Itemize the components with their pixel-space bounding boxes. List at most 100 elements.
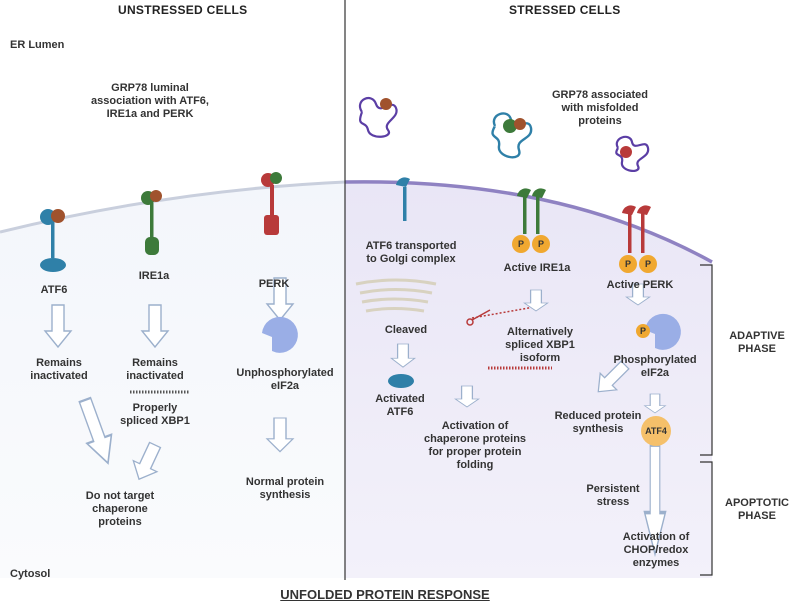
atf4-label: ATF4	[645, 426, 667, 436]
grp78-note-line: proteins	[578, 115, 622, 127]
cleaved-label: Cleaved	[384, 324, 428, 336]
chop-activation-label: Activation of CHOP/redox enzymes	[606, 531, 706, 570]
atf4-node	[641, 416, 671, 446]
splicing-scissors	[466, 305, 541, 326]
grp78-note-stressed: GRP78 associated with misfolded proteins	[520, 89, 680, 128]
golgi-complex	[355, 278, 437, 313]
phospho-marker: P	[517, 239, 524, 249]
eif2a-unphosphorylated	[262, 316, 298, 353]
cytosol-label: Cytosol	[10, 568, 51, 580]
activated-atf6-fragment	[388, 374, 414, 388]
no-target-line: Do not target	[85, 490, 155, 502]
chop-line: CHOP/redox	[623, 544, 689, 556]
eif2a-line: eIF2a	[640, 367, 670, 379]
atf6-receptor-unstressed	[40, 209, 66, 272]
reduced-line: synthesis	[572, 423, 624, 435]
eif2a-stressed-label: Phosphorylated eIF2a	[605, 354, 705, 380]
cytosol-unstressed	[0, 182, 345, 578]
phase-line: PHASE	[738, 343, 776, 355]
outcome-line: Remains	[36, 357, 82, 369]
chaperone-line: chaperone proteins	[423, 433, 527, 445]
ire1a-label-unstressed: IRE1a	[138, 270, 170, 282]
persistent-stress-label: Persistent stress	[578, 483, 648, 509]
perk-label-unstressed: PERK	[258, 278, 290, 290]
cytosol-stressed	[345, 181, 712, 578]
stress-line: stress	[596, 496, 630, 508]
adaptive-phase-bracket	[700, 264, 713, 456]
er-lumen-label: ER Lumen	[10, 39, 65, 51]
chaperone-line: Activation of	[441, 420, 509, 432]
adaptive-phase-label: ADAPTIVE PHASE	[718, 330, 796, 356]
apoptotic-phase-bracket	[700, 461, 713, 576]
grp78-note-line: GRP78 luminal	[111, 82, 189, 94]
chaperone-activation-label: Activation of chaperone proteins for pro…	[415, 420, 535, 472]
transport-line: ATF6 transported	[365, 240, 457, 252]
ire1a-receptor-unstressed	[141, 190, 162, 255]
grp78-note-unstressed: GRP78 luminal association with ATF6, IRE…	[60, 82, 240, 121]
outcome-line: inactivated	[30, 370, 88, 382]
reduced-line: Reduced protein	[554, 410, 642, 422]
phospho-marker: P	[537, 239, 544, 249]
phase-line: APOPTOTIC	[725, 497, 789, 509]
chop-line: enzymes	[632, 557, 680, 569]
xbp1-line: Properly	[132, 402, 178, 414]
activated-line: ATF6	[386, 406, 414, 418]
transport-line: to Golgi complex	[366, 253, 456, 265]
eif2a-line: eIF2a	[270, 380, 300, 392]
grp78-note-line: GRP78 associated	[552, 89, 648, 101]
xbp1-unstressed-label: Properly spliced XBP1	[110, 402, 200, 428]
atf6-outcome-unstressed: Remains inactivated	[14, 357, 104, 383]
eif2a-line: Phosphorylated	[613, 354, 697, 366]
no-target-chaperone-label: Do not target chaperone proteins	[70, 490, 170, 529]
phase-line: ADAPTIVE	[729, 330, 785, 342]
xbp1-stressed-label: Alternatively spliced XBP1 isoform	[490, 326, 590, 365]
eif2a-phosphorylated	[645, 313, 681, 350]
apoptotic-phase-label: APOPTOTIC PHASE	[718, 497, 796, 523]
ire1a-outcome-unstressed: Remains inactivated	[110, 357, 200, 383]
misfolded-protein-2	[491, 112, 533, 159]
stress-line: Persistent	[586, 483, 640, 495]
misfolded-protein-1	[359, 97, 398, 138]
header-unstressed: UNSTRESSED CELLS	[118, 3, 248, 17]
eif2a-line: Unphosphorylated	[236, 367, 334, 379]
atf6-label-unstressed: ATF6	[40, 284, 68, 296]
chaperone-line: folding	[456, 459, 494, 471]
result-line: Normal protein	[245, 476, 325, 488]
xbp1-line: spliced XBP1	[120, 415, 190, 427]
result-line: synthesis	[259, 489, 311, 501]
normal-synthesis-label: Normal protein synthesis	[235, 476, 335, 502]
no-target-line: chaperone	[92, 503, 148, 515]
xbp1-line: Alternatively	[506, 326, 574, 338]
header-stressed: STRESSED CELLS	[509, 3, 621, 17]
active-perk-label: Active PERK	[606, 279, 674, 291]
atf6-transport-label: ATF6 transported to Golgi complex	[356, 240, 466, 266]
perk-receptor-unstressed	[261, 172, 282, 235]
perk-dimer-stressed	[619, 205, 657, 273]
reduced-synthesis-label: Reduced protein synthesis	[548, 410, 648, 436]
outcome-line: inactivated	[126, 370, 184, 382]
no-target-line: proteins	[98, 516, 142, 528]
activated-atf6-label: Activated ATF6	[370, 393, 430, 419]
phospho-marker: P	[644, 259, 651, 269]
grp78-note-line: with misfolded	[561, 102, 639, 114]
xbp1-line: isoform	[519, 352, 561, 364]
eif2a-phospho-dot	[636, 324, 650, 338]
atf6-receptor-stressed	[396, 177, 410, 221]
ire1a-dimer-stressed	[512, 188, 550, 253]
xbp1-line: spliced XBP1	[505, 339, 575, 351]
phase-line: PHASE	[738, 510, 776, 522]
outcome-line: Remains	[132, 357, 178, 369]
misfolded-protein-3	[615, 135, 650, 172]
grp78-note-line: association with ATF6,	[91, 95, 209, 107]
chaperone-line: for proper protein	[428, 446, 522, 458]
diagram-title: UNFOLDED PROTEIN RESPONSE	[280, 587, 490, 602]
chop-line: Activation of	[622, 531, 690, 543]
phospho-marker: P	[639, 326, 646, 336]
activated-line: Activated	[375, 393, 425, 405]
phospho-marker: P	[624, 259, 631, 269]
eif2a-unstressed-label: Unphosphorylated eIF2a	[230, 367, 340, 393]
active-ire1a-label: Active IRE1a	[503, 262, 571, 274]
grp78-note-line: IRE1a and PERK	[106, 108, 194, 120]
